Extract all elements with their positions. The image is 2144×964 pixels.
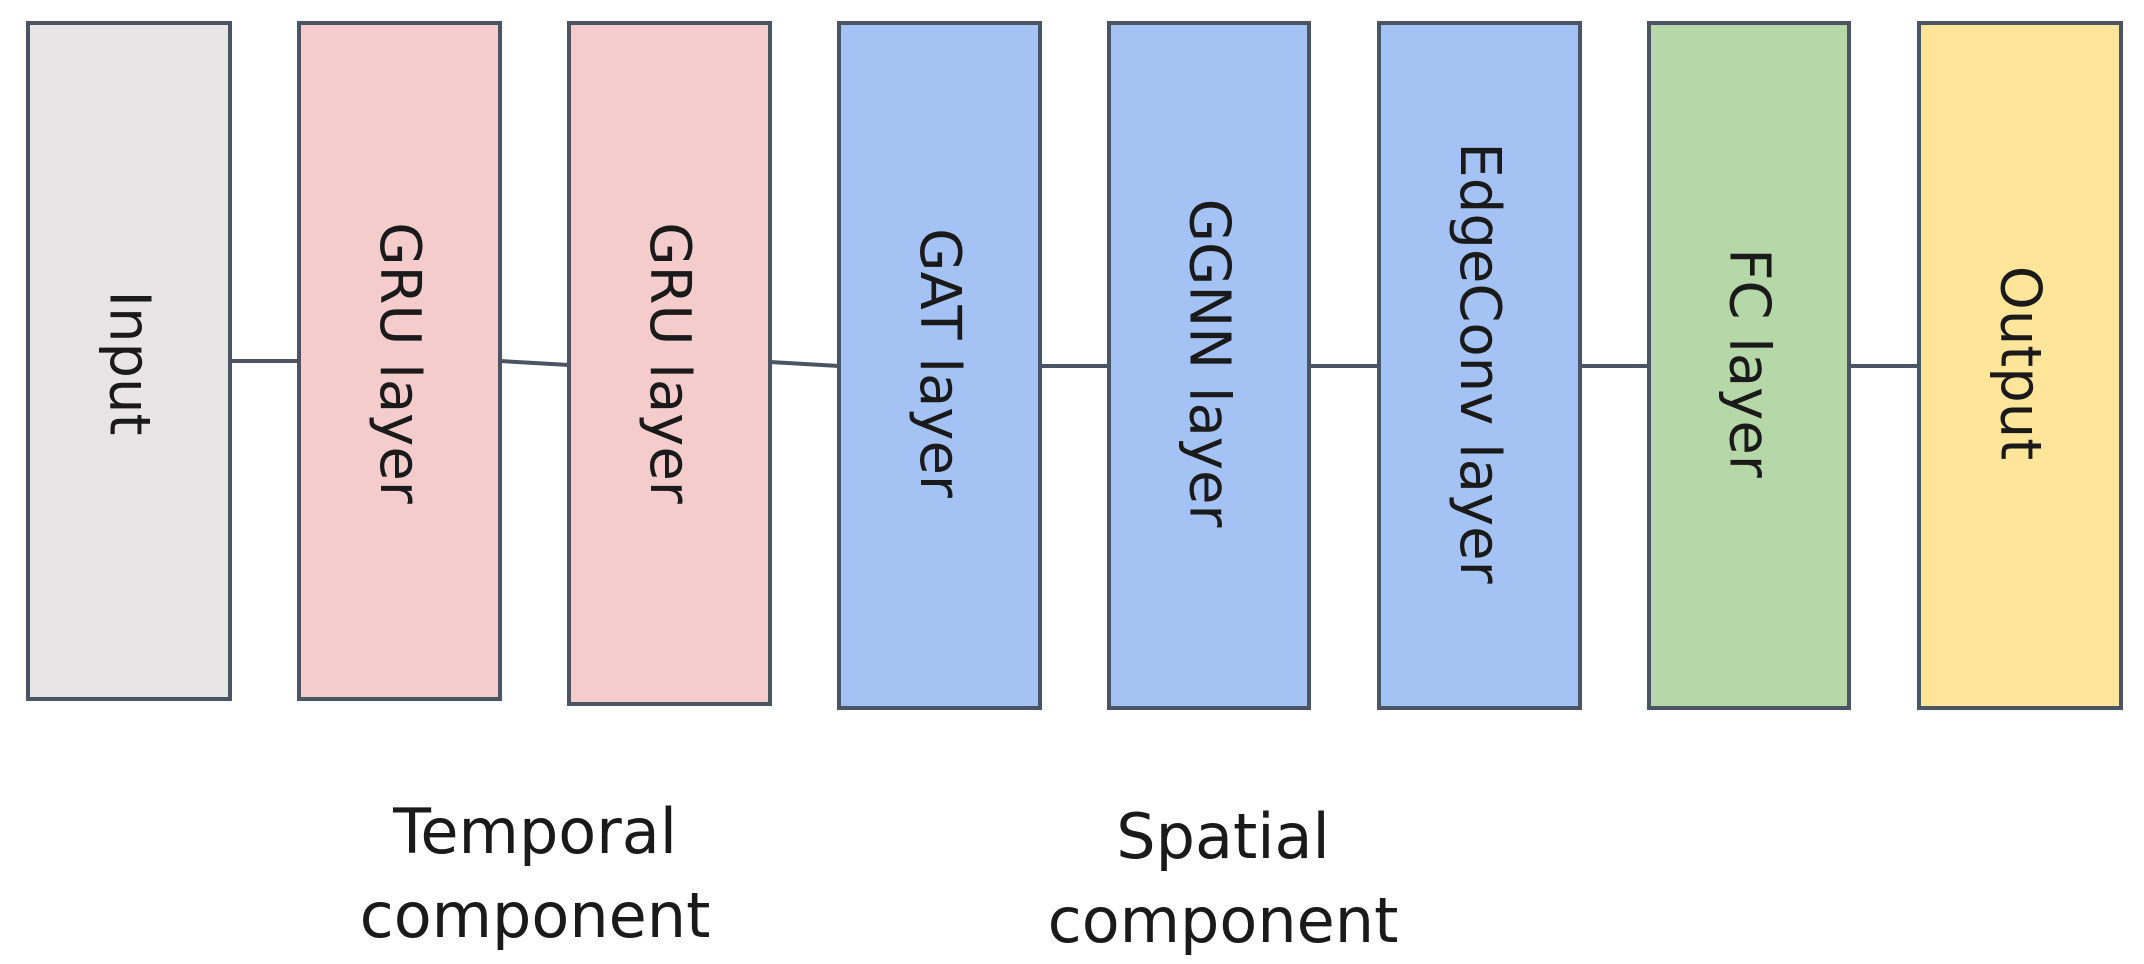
block-rect [1917, 21, 2123, 710]
block-label: GGNN layer [1177, 199, 1242, 529]
block-gat-layer-3: GAT layer [837, 21, 1042, 710]
block-gru-layer-2: GRU layer [567, 21, 772, 706]
spatial-label-line1: Spatial [1116, 800, 1330, 873]
block-ggnn-layer-4: GGNN layer [1107, 21, 1311, 710]
block-fc-layer-6: FC layer [1647, 21, 1851, 710]
block-label: GRU layer [367, 222, 432, 505]
block-label: Output [1988, 266, 2053, 461]
block-edgeconv-layer-5: EdgeConv layer [1377, 21, 1582, 710]
connector-line [769, 360, 840, 368]
block-label: FC layer [1717, 248, 1782, 479]
temporal-label-line1: Temporal [393, 795, 677, 868]
block-label: Input [97, 290, 162, 435]
block-rect [297, 21, 502, 701]
spatial-component-label: Spatial component [943, 795, 1503, 963]
block-label: GAT layer [907, 228, 972, 499]
block-output-7: Output [1917, 21, 2123, 710]
block-rect [837, 21, 1042, 710]
block-input-0: Input [26, 21, 232, 701]
block-label: GRU layer [637, 222, 702, 505]
block-rect [1107, 21, 1311, 710]
temporal-label-line2: component [359, 879, 711, 952]
block-rect [1647, 21, 1851, 710]
block-rect [567, 21, 772, 706]
block-gru-layer-1: GRU layer [297, 21, 502, 701]
temporal-component-label: Temporal component [255, 790, 815, 958]
block-label: EdgeConv layer [1447, 142, 1512, 584]
connector-line [499, 359, 570, 367]
block-rect [1377, 21, 1582, 710]
spatial-label-line2: component [1047, 884, 1399, 957]
block-rect [26, 21, 232, 701]
